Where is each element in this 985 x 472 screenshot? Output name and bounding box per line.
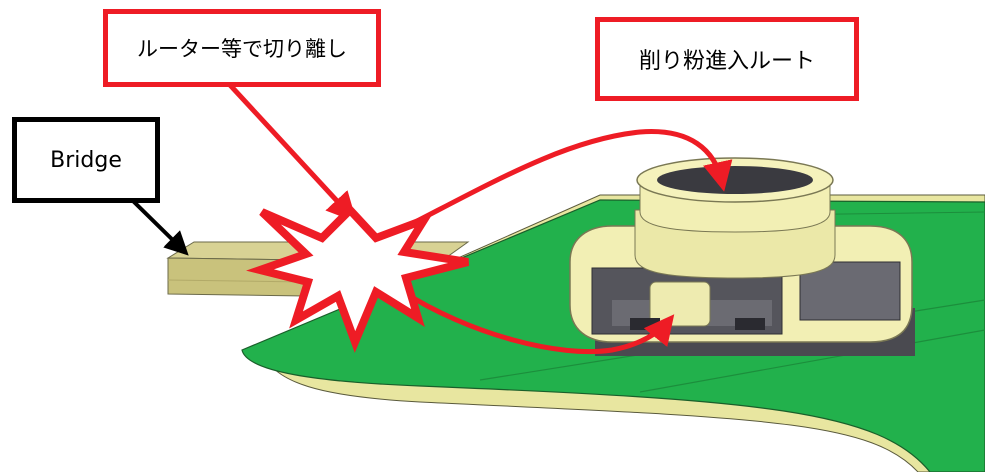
bridge-callout: Bridge [12,117,160,203]
router-cut-callout: ルーター等で切り離し [103,9,381,87]
arrow-icon [398,287,675,355]
arrow-icon [378,129,733,243]
arrow-icon [228,83,357,223]
pcb-slit-line [639,329,985,393]
chip-entry-route-callout: 削り粉進入ルート [595,17,859,101]
connector [569,157,915,356]
arrow-icon [126,194,189,256]
burst-icon [246,204,469,353]
